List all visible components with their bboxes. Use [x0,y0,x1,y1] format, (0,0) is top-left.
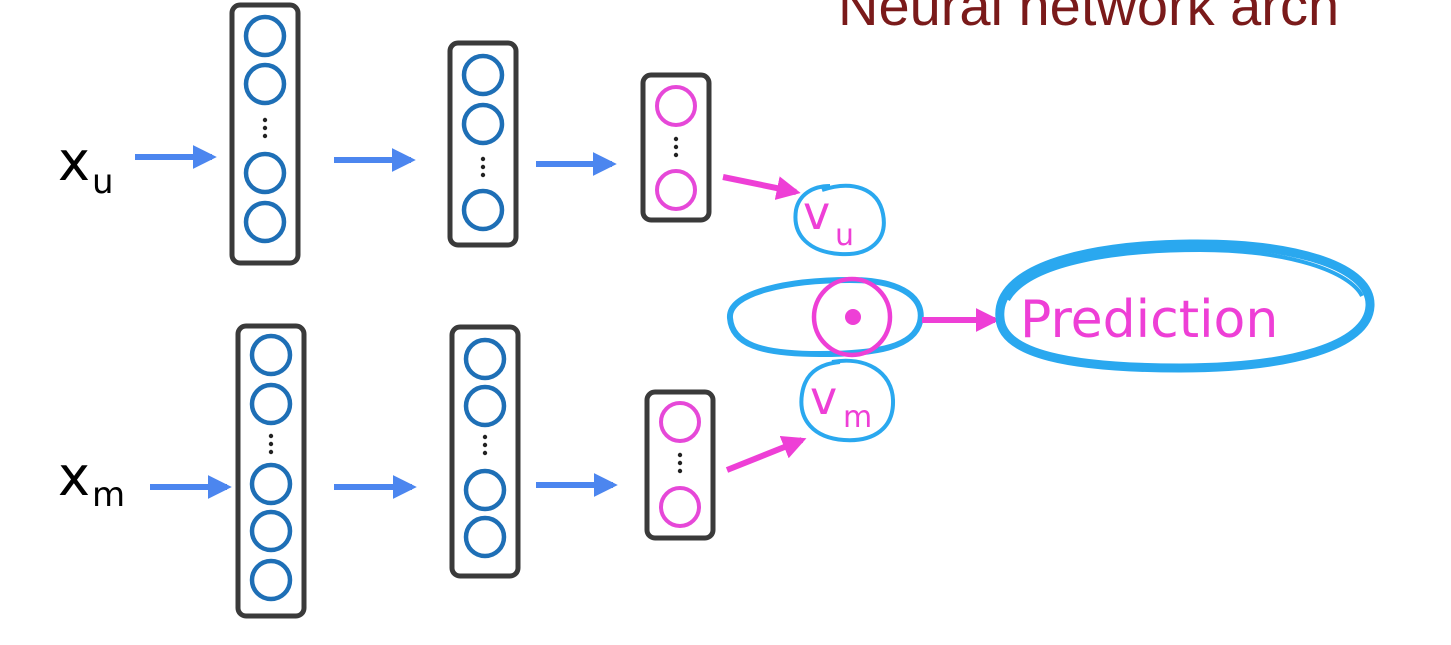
svg-text:m: m [92,475,125,515]
user-layer-2 [447,40,519,248]
prediction-label: Prediction [1020,290,1278,350]
user-layer-1 [229,2,301,266]
movie-layer-1 [235,323,307,619]
svg-text:v: v [803,186,830,240]
arrow-to-vu [722,174,801,200]
svg-text:x: x [58,445,90,508]
svg-text:u: u [92,162,114,202]
svg-text:m: m [843,400,872,435]
dot-operator-center [845,309,861,325]
arrow-to-vm [725,435,807,473]
user-layer-3 [640,72,712,223]
dot-operator-ring [811,276,893,358]
input-label-movie: x m [58,445,125,515]
movie-layer-2 [449,324,521,579]
vector-vu: v u [793,183,886,257]
svg-text:u: u [835,218,854,253]
movie-layer-3 [644,389,716,541]
input-label-user: x u [58,130,114,202]
dot-product-operator [727,276,924,358]
slide-title: Neural network arch [838,0,1339,37]
prediction-output: Prediction [995,239,1375,373]
svg-text:v: v [810,371,837,425]
svg-text:x: x [58,130,90,193]
vector-vm: v m [799,358,896,443]
